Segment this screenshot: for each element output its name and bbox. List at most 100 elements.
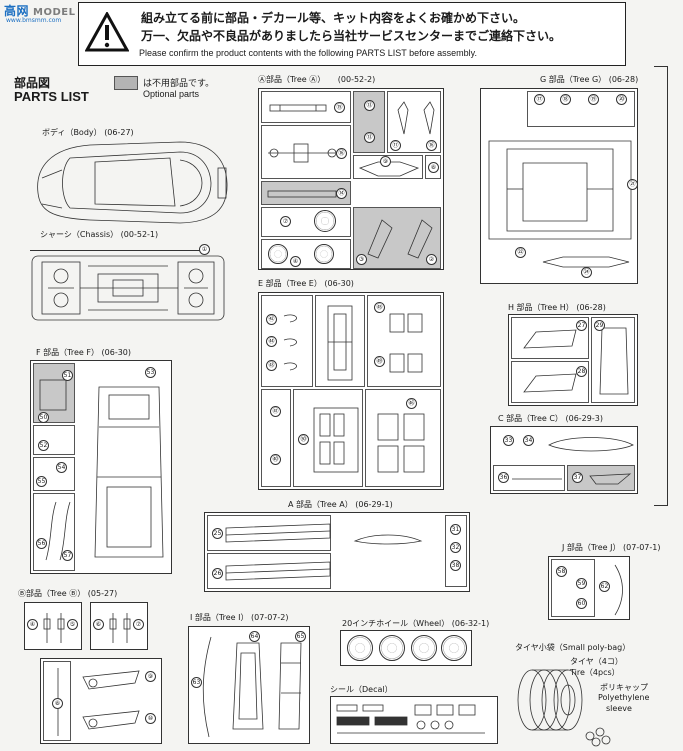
- part-number: ⑬: [364, 100, 375, 111]
- tree-e-part-seats: [389, 313, 423, 373]
- part-number: 25: [212, 528, 223, 539]
- part-number: 52: [38, 440, 49, 451]
- part-number: ㊸: [266, 360, 277, 371]
- treeB-circ-section-label: Ⓑ部品（Tree Ⓑ） (05-27): [18, 588, 117, 599]
- tree-a-side-cell-1: 25: [207, 515, 331, 551]
- polybag-label: タイヤ小袋（Small poly-bag）: [515, 643, 631, 652]
- part-number: 65: [295, 631, 306, 642]
- part-number: ⑨: [145, 671, 156, 682]
- optional-parts-legend-jp: は不用部品です。: [143, 79, 215, 89]
- part-number: 32: [450, 542, 461, 553]
- tree-a-part-axle: [268, 143, 338, 163]
- tree-c-optional-cell: 37: [567, 465, 635, 491]
- part-number: 36: [498, 472, 509, 483]
- treeC-label: C 部品（Tree C）: [498, 414, 563, 423]
- part-number: 58: [556, 566, 567, 577]
- treeJ-code: (07-07-1): [623, 543, 661, 552]
- part-number: 33: [503, 435, 514, 446]
- parts-list-title: PARTS LIST: [14, 89, 89, 104]
- part-number: ⑩: [145, 713, 156, 724]
- tree-a-part-bar: [269, 104, 327, 112]
- polycap-label-2: sleeve: [606, 704, 632, 713]
- tree-b-part-arms: [82, 670, 140, 730]
- part-number: ㊻: [406, 398, 417, 409]
- tree-g-frame: ⑰ ⑱ ⑲ ⑳ ㉑ ㉒ ㉔: [480, 88, 638, 284]
- tree-a-part-disc-2: [268, 244, 288, 264]
- watermark-char-1: 高: [4, 4, 17, 18]
- part-number: 53: [145, 367, 156, 378]
- part-number: ④: [290, 256, 301, 267]
- tree-a-part-sill: [225, 523, 331, 543]
- tree-a-cell-7: ④: [261, 239, 351, 269]
- tree-c-part-strip: [512, 478, 562, 480]
- part-number: ㊶: [270, 406, 281, 417]
- tree-a-optional-cell-2: ⑭: [261, 181, 351, 205]
- treeI-code: (07-07-2): [251, 613, 289, 622]
- body-label: ボディ（Body）: [42, 128, 102, 137]
- tree-a-part-bar-2: [267, 190, 337, 198]
- part-number: 51: [62, 370, 73, 381]
- part-number: ㊾: [374, 356, 385, 367]
- treeH-code: (06-28): [576, 303, 606, 312]
- wheel-label: 20インチホイール（Wheel）: [342, 619, 450, 628]
- tree-j-frame: 58 59 60 62: [548, 556, 630, 620]
- tree-b-box-2: ⑥ ⑦: [90, 602, 148, 650]
- tree-a-part-disc: [314, 210, 336, 232]
- body-drawing: [37, 141, 228, 224]
- tree-i-drawing: [202, 636, 302, 738]
- tree-a-part-link: [358, 161, 420, 177]
- treeC-section-label: C 部品（Tree C） (06-29-3): [498, 413, 603, 424]
- tree-b-box-3: ⑧ ⑨ ⑩: [40, 658, 162, 744]
- treeE-section-label: E 部品（Tree E） (06-30): [258, 278, 354, 289]
- tree-g-spoiler: [542, 256, 630, 268]
- tree-e-cell-3: ㊺ ㊾: [367, 295, 441, 387]
- treeB-circ-label: Ⓑ部品（Tree Ⓑ）: [18, 589, 86, 598]
- tree-e-part-seats-2: [377, 413, 425, 473]
- tree-e-cell-5: ㊿: [293, 389, 363, 487]
- tree-e-cell-4: ㊶ ㊵: [261, 389, 291, 487]
- tree-c-frame: 33 34 36 37: [490, 426, 638, 494]
- part-number: 29: [594, 320, 605, 331]
- wheel-part: [441, 635, 467, 661]
- tree-a-optional-cell-3: ③ ②: [353, 207, 441, 269]
- page-edge-bracket: [654, 66, 668, 506]
- part-number: 50: [38, 412, 49, 423]
- tree-f-floor-drawing: [94, 386, 164, 558]
- tire-label: Tire（4pcs）: [570, 668, 620, 677]
- tree-e-cell-2: [315, 295, 365, 387]
- tree-e-part-dashboard: [327, 305, 353, 381]
- tree-c-cell-1: 36: [493, 465, 565, 491]
- part-number: 55: [36, 476, 47, 487]
- part-number: ⑱: [560, 94, 571, 105]
- warning-line-2: 万一、欠品や不良品がありましたら当社サービスセンターまでご連絡下さい。: [141, 29, 562, 43]
- tree-a-cell-4: ⑨: [353, 155, 423, 179]
- treeF-section-label: F 部品（Tree F） (06-30): [36, 347, 131, 358]
- tree-h-cell-3: 29: [591, 317, 635, 403]
- part-number: ⑪: [390, 140, 401, 151]
- tree-a-side-cell-2: 26: [207, 553, 331, 589]
- tree-f-part-strips: [45, 501, 71, 561]
- tree-a-part-spoiler: [353, 534, 423, 545]
- tire-label-jp: タイヤ（4コ）: [570, 657, 623, 666]
- treeI-section-label: I 部品（Tree I） (07-07-2): [190, 612, 289, 623]
- part-number: ㊿: [298, 434, 309, 445]
- treeG-section-label: G 部品（Tree G） (06-28): [540, 74, 638, 85]
- tree-b-box-1: ④ ⑤: [24, 602, 82, 650]
- chassis-section-label: シャーシ（Chassis） (00-52-1): [40, 229, 158, 240]
- tree-h-part-glass: [599, 327, 629, 395]
- chassis-leader: [30, 250, 206, 251]
- tree-h-cell-1: 27: [511, 317, 589, 359]
- polycap-label-jp: ポリキャップ: [600, 683, 648, 692]
- wheel-frame: [340, 630, 472, 666]
- tree-a-circled-frame: ⑮ ⑬ ⑬ ⑪ ⑯ ⑯ ⑨ ⑧ ⑭ ⑦ ④ ③ ②: [258, 88, 444, 270]
- tree-h-frame: 27 28 29: [508, 314, 638, 406]
- part-number: ⑲: [588, 94, 599, 105]
- tree-e-cell-1: ㊷ ㊹ ㊸: [261, 295, 313, 387]
- part-number: 63: [191, 677, 202, 688]
- tree-g-roof-drawing: [488, 140, 632, 240]
- polybag-drawing: [517, 669, 611, 747]
- tree-e-part-seat-rear: [313, 407, 359, 473]
- tree-j-part-pillar: [614, 564, 623, 616]
- tree-a-part-mirrors: [397, 101, 435, 135]
- decal-section-label: シール（Decal）: [330, 684, 393, 695]
